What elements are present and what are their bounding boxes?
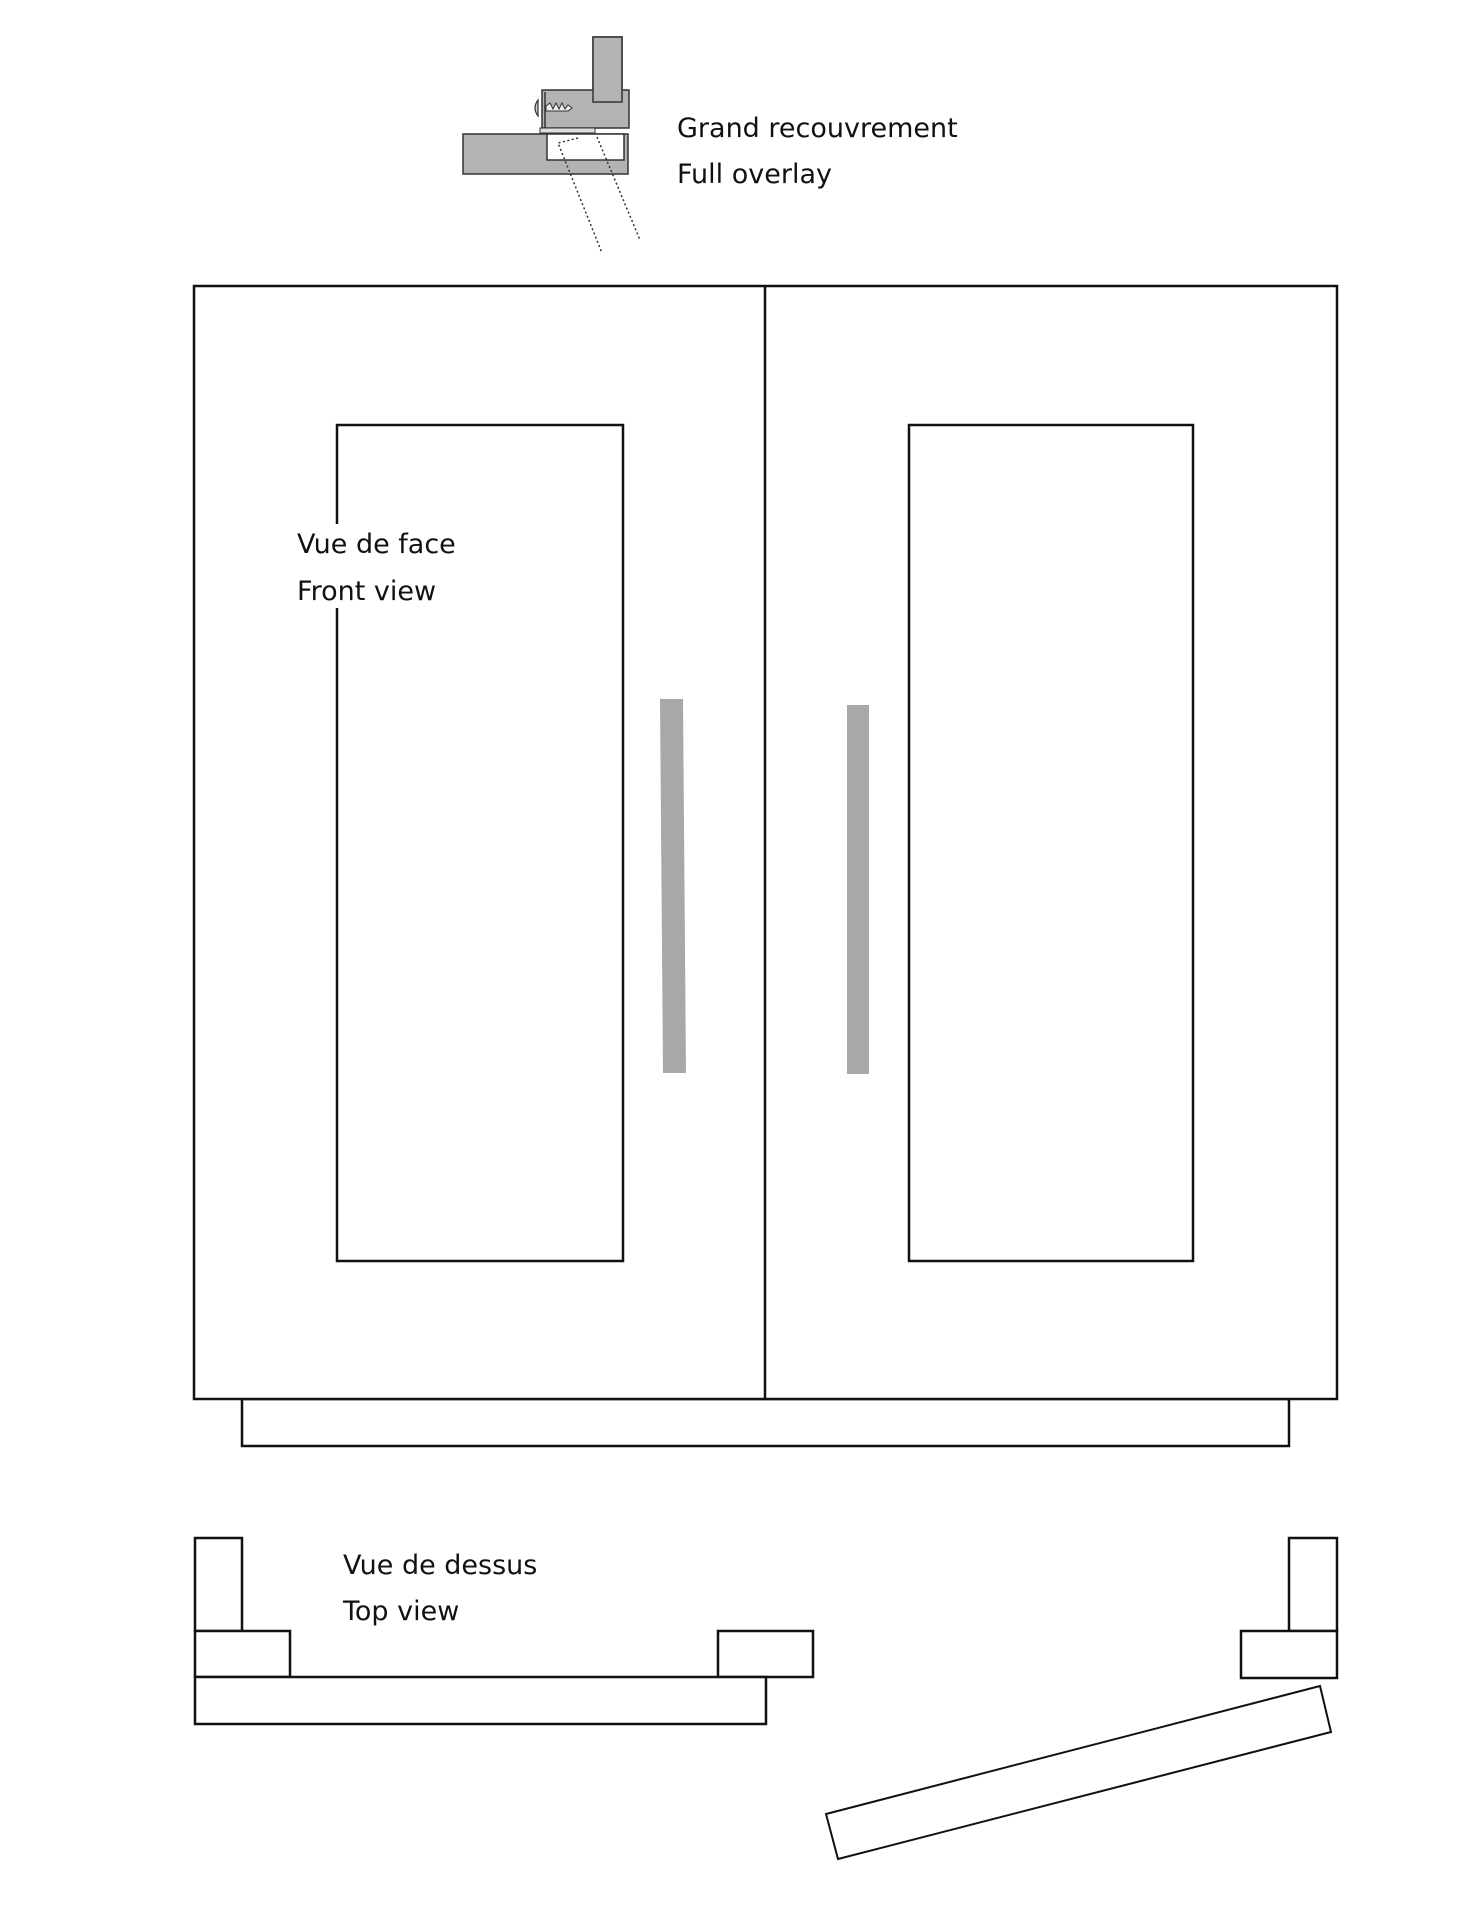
top-left-hinge-block <box>193 1629 292 1679</box>
front-label-mask <box>292 524 467 608</box>
hinge-side-panel-front <box>592 36 623 103</box>
hinge-base-plate <box>539 127 596 134</box>
front-view-label-fr: Vue de face <box>297 529 456 560</box>
top-left-side-panel <box>193 1536 244 1633</box>
hinge-title-en: Full overlay <box>677 159 832 190</box>
front-view <box>192 284 1339 1448</box>
top-view <box>193 1536 1339 1861</box>
hinge-open-path-2 <box>596 136 641 241</box>
hinge-detail <box>462 36 641 254</box>
left-door-handle <box>660 699 686 1073</box>
top-view-label-en: Top view <box>342 1596 459 1627</box>
right-door-handle <box>847 705 869 1074</box>
top-right-door-open <box>824 1684 1333 1861</box>
top-right-side-panel <box>1287 1536 1339 1633</box>
front-view-label-en: Front view <box>297 576 436 607</box>
left-door-panel <box>335 423 625 1263</box>
top-left-door-closed <box>193 1675 768 1726</box>
top-center-hinge-block <box>716 1629 815 1679</box>
hinge-title-fr: Grand recouvrement <box>677 113 958 144</box>
top-view-label-fr: Vue de dessus <box>343 1550 537 1581</box>
hinge-open-path-1 <box>556 137 603 254</box>
screw-icon <box>534 98 573 118</box>
hinge-cup-cutout <box>546 133 625 161</box>
plinth <box>240 1397 1291 1448</box>
right-door-panel <box>907 423 1195 1263</box>
top-right-hinge-block <box>1239 1629 1339 1680</box>
